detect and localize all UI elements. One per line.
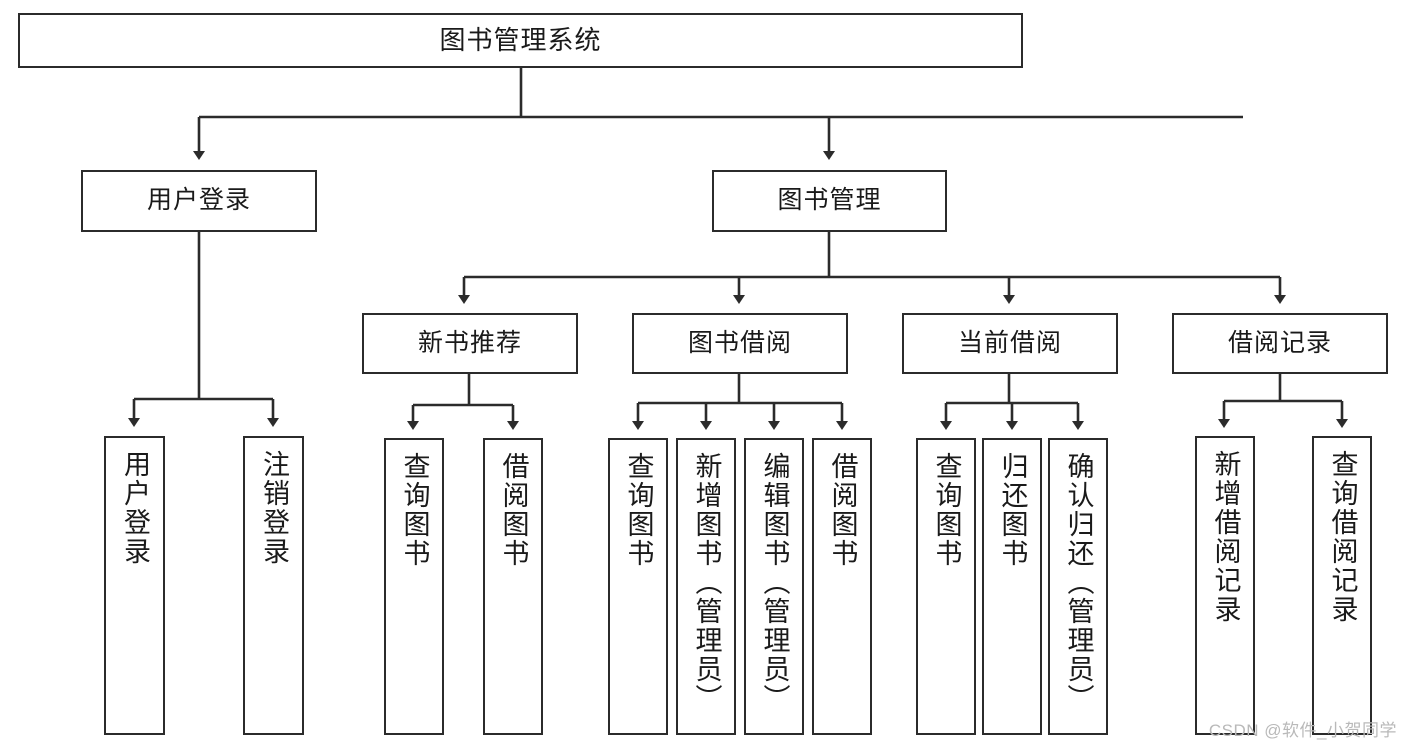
- node-book-manage-label: 图书管理: [777, 186, 882, 215]
- node-borrow-record-label: 借阅记录: [1227, 328, 1332, 357]
- node-leaf-query-book-2-label: 查询图书: [623, 452, 654, 568]
- node-leaf-return-book[interactable]: 归还图书: [982, 438, 1042, 735]
- node-user-login-label: 用户登录: [146, 186, 251, 215]
- node-new-book-rec-label: 新书推荐: [417, 328, 522, 357]
- node-leaf-add-book-label: 新增图书（管理员）: [691, 452, 722, 713]
- node-root[interactable]: 图书管理系统: [18, 13, 1023, 68]
- node-leaf-user-login[interactable]: 用户登录: [104, 436, 165, 735]
- node-leaf-borrow-book-1-label: 借阅图书: [498, 452, 529, 568]
- node-borrow-record[interactable]: 借阅记录: [1172, 313, 1388, 374]
- node-book-borrow-label: 图书借阅: [687, 328, 792, 357]
- node-leaf-borrow-book-1[interactable]: 借阅图书: [483, 438, 543, 735]
- node-leaf-add-record[interactable]: 新增借阅记录: [1195, 436, 1255, 735]
- node-leaf-add-record-label: 新增借阅记录: [1210, 450, 1241, 624]
- csdn-watermark: CSDN @软件_小贺同学: [1208, 721, 1397, 740]
- node-leaf-query-book-3[interactable]: 查询图书: [916, 438, 976, 735]
- node-current-borrow[interactable]: 当前借阅: [902, 313, 1118, 374]
- node-leaf-query-book-2[interactable]: 查询图书: [608, 438, 668, 735]
- node-leaf-query-record[interactable]: 查询借阅记录: [1312, 436, 1372, 735]
- node-leaf-edit-book[interactable]: 编辑图书（管理员）: [744, 438, 804, 735]
- node-leaf-add-book[interactable]: 新增图书（管理员）: [676, 438, 736, 735]
- node-leaf-return-book-label: 归还图书: [997, 452, 1028, 568]
- node-leaf-logout-login-label: 注销登录: [259, 450, 289, 566]
- node-leaf-borrow-book-2[interactable]: 借阅图书: [812, 438, 872, 735]
- node-current-borrow-label: 当前借阅: [957, 328, 1062, 357]
- node-root-label: 图书管理系统: [439, 25, 602, 56]
- node-book-borrow[interactable]: 图书借阅: [632, 313, 848, 374]
- node-leaf-query-book-3-label: 查询图书: [931, 452, 962, 568]
- node-leaf-query-book-1-label: 查询图书: [399, 452, 430, 568]
- node-leaf-logout-login[interactable]: 注销登录: [243, 436, 304, 735]
- node-leaf-edit-book-label: 编辑图书（管理员）: [759, 452, 790, 713]
- node-user-login[interactable]: 用户登录: [81, 170, 317, 232]
- node-leaf-user-login-label: 用户登录: [120, 450, 150, 566]
- node-leaf-borrow-book-2-label: 借阅图书: [827, 452, 858, 568]
- node-leaf-query-record-label: 查询借阅记录: [1327, 450, 1358, 624]
- node-new-book-rec[interactable]: 新书推荐: [362, 313, 578, 374]
- node-book-manage[interactable]: 图书管理: [712, 170, 947, 232]
- node-leaf-confirm-return-label: 确认归还（管理员）: [1063, 452, 1094, 713]
- node-leaf-confirm-return[interactable]: 确认归还（管理员）: [1048, 438, 1108, 735]
- node-leaf-query-book-1[interactable]: 查询图书: [384, 438, 444, 735]
